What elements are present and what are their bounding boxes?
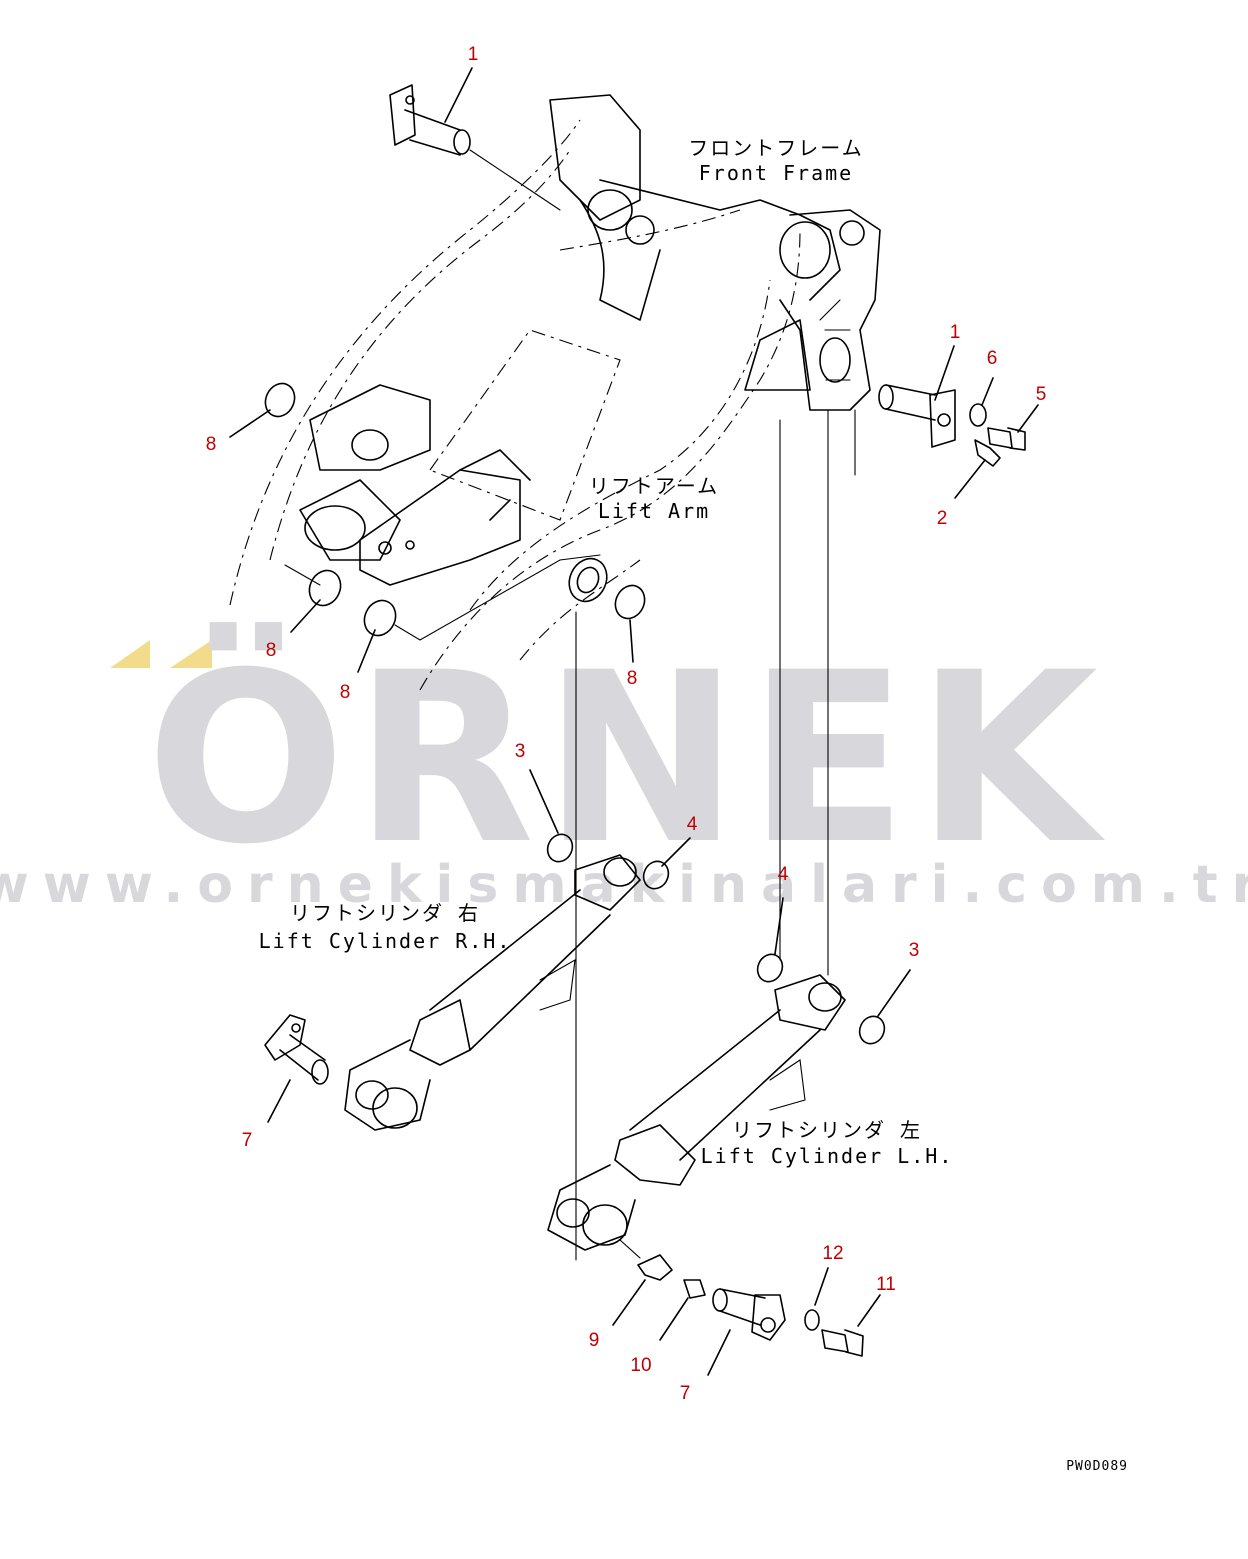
front-frame (299, 94, 881, 976)
pin-1-right-icon (878, 384, 956, 448)
label-lift-arm-en: Lift Arm (598, 499, 710, 523)
label-lift-cylinder-lh-en: Lift Cylinder L.H. (701, 1144, 954, 1168)
fitting-2-icon (974, 439, 1001, 467)
label-lift-cylinder-rh-en: Lift Cylinder R.H. (259, 929, 512, 953)
label-lift-cylinder-rh-jp: リフトシリンダ 右 (290, 901, 480, 925)
callout-8-c: 8 (340, 682, 351, 703)
callout-8-b: 8 (266, 640, 277, 661)
bolt-11-icon (821, 1329, 864, 1357)
callout-3-b: 3 (909, 940, 920, 961)
callout-3-a: 3 (515, 741, 526, 762)
ring-8-d-icon (614, 584, 646, 620)
label-lift-arm-jp: リフトアーム (589, 474, 719, 498)
pin-1-top-icon (389, 84, 471, 156)
watermark-logo: ÖRNEK (146, 621, 1106, 896)
callout-12: 12 (822, 1243, 843, 1264)
bolt-5-icon (987, 427, 1026, 451)
callout-4-b: 4 (778, 864, 789, 885)
pin-7-bottom-icon (712, 1288, 786, 1341)
ring-3-a-icon (546, 833, 574, 863)
lift-cylinder-lh (547, 611, 846, 1261)
callout-8-a: 8 (206, 434, 217, 455)
callout-11: 11 (876, 1274, 896, 1295)
lift-arm-outline (229, 119, 801, 691)
callout-6: 6 (987, 348, 998, 369)
callout-1-top: 1 (468, 44, 479, 65)
fitting-10-icon (683, 1279, 706, 1299)
ring-8-a-icon (264, 382, 296, 418)
watermark-accent-left (110, 640, 150, 668)
parts (264, 84, 1026, 1357)
callouts: 1 1 6 5 2 8 8 8 8 3 4 4 3 7 9 10 7 12 11 (206, 44, 1047, 1404)
ring-8-b-icon (308, 569, 342, 607)
callout-10: 10 (630, 1355, 651, 1376)
callout-8-d: 8 (627, 668, 638, 689)
callout-1-right: 1 (950, 322, 961, 343)
label-front-frame-jp: フロントフレーム (688, 136, 863, 160)
drawing-code: PW0D089 (1066, 1459, 1128, 1474)
part-labels: フロントフレーム Front Frame リフトアーム Lift Arm リフト… (259, 136, 954, 1168)
watermark: ÖRNEK www.ornekismakinalari.com.tr (0, 621, 1248, 915)
lift-cylinder-rh (344, 854, 641, 1131)
callout-2: 2 (937, 508, 948, 529)
washer-6-icon (969, 403, 987, 427)
fitting-9-icon (619, 1239, 673, 1281)
callout-5: 5 (1036, 384, 1047, 405)
watermark-accent-right (170, 640, 212, 668)
ring-3-b-icon (858, 1015, 886, 1045)
callout-4-a: 4 (687, 814, 698, 835)
label-front-frame-en: Front Frame (699, 161, 853, 185)
ring-4-b-icon (756, 953, 784, 983)
leader-lines (229, 67, 1039, 1376)
callout-9: 9 (589, 1330, 600, 1351)
ring-4-a-icon (642, 860, 670, 890)
washer-12-icon (804, 1309, 820, 1331)
pin-7-left-icon (264, 1014, 329, 1085)
bushing-icon (568, 557, 608, 603)
label-lift-cylinder-lh-jp: リフトシリンダ 左 (732, 1118, 922, 1142)
callout-7-b: 7 (680, 1383, 691, 1404)
callout-7-a: 7 (242, 1130, 253, 1151)
